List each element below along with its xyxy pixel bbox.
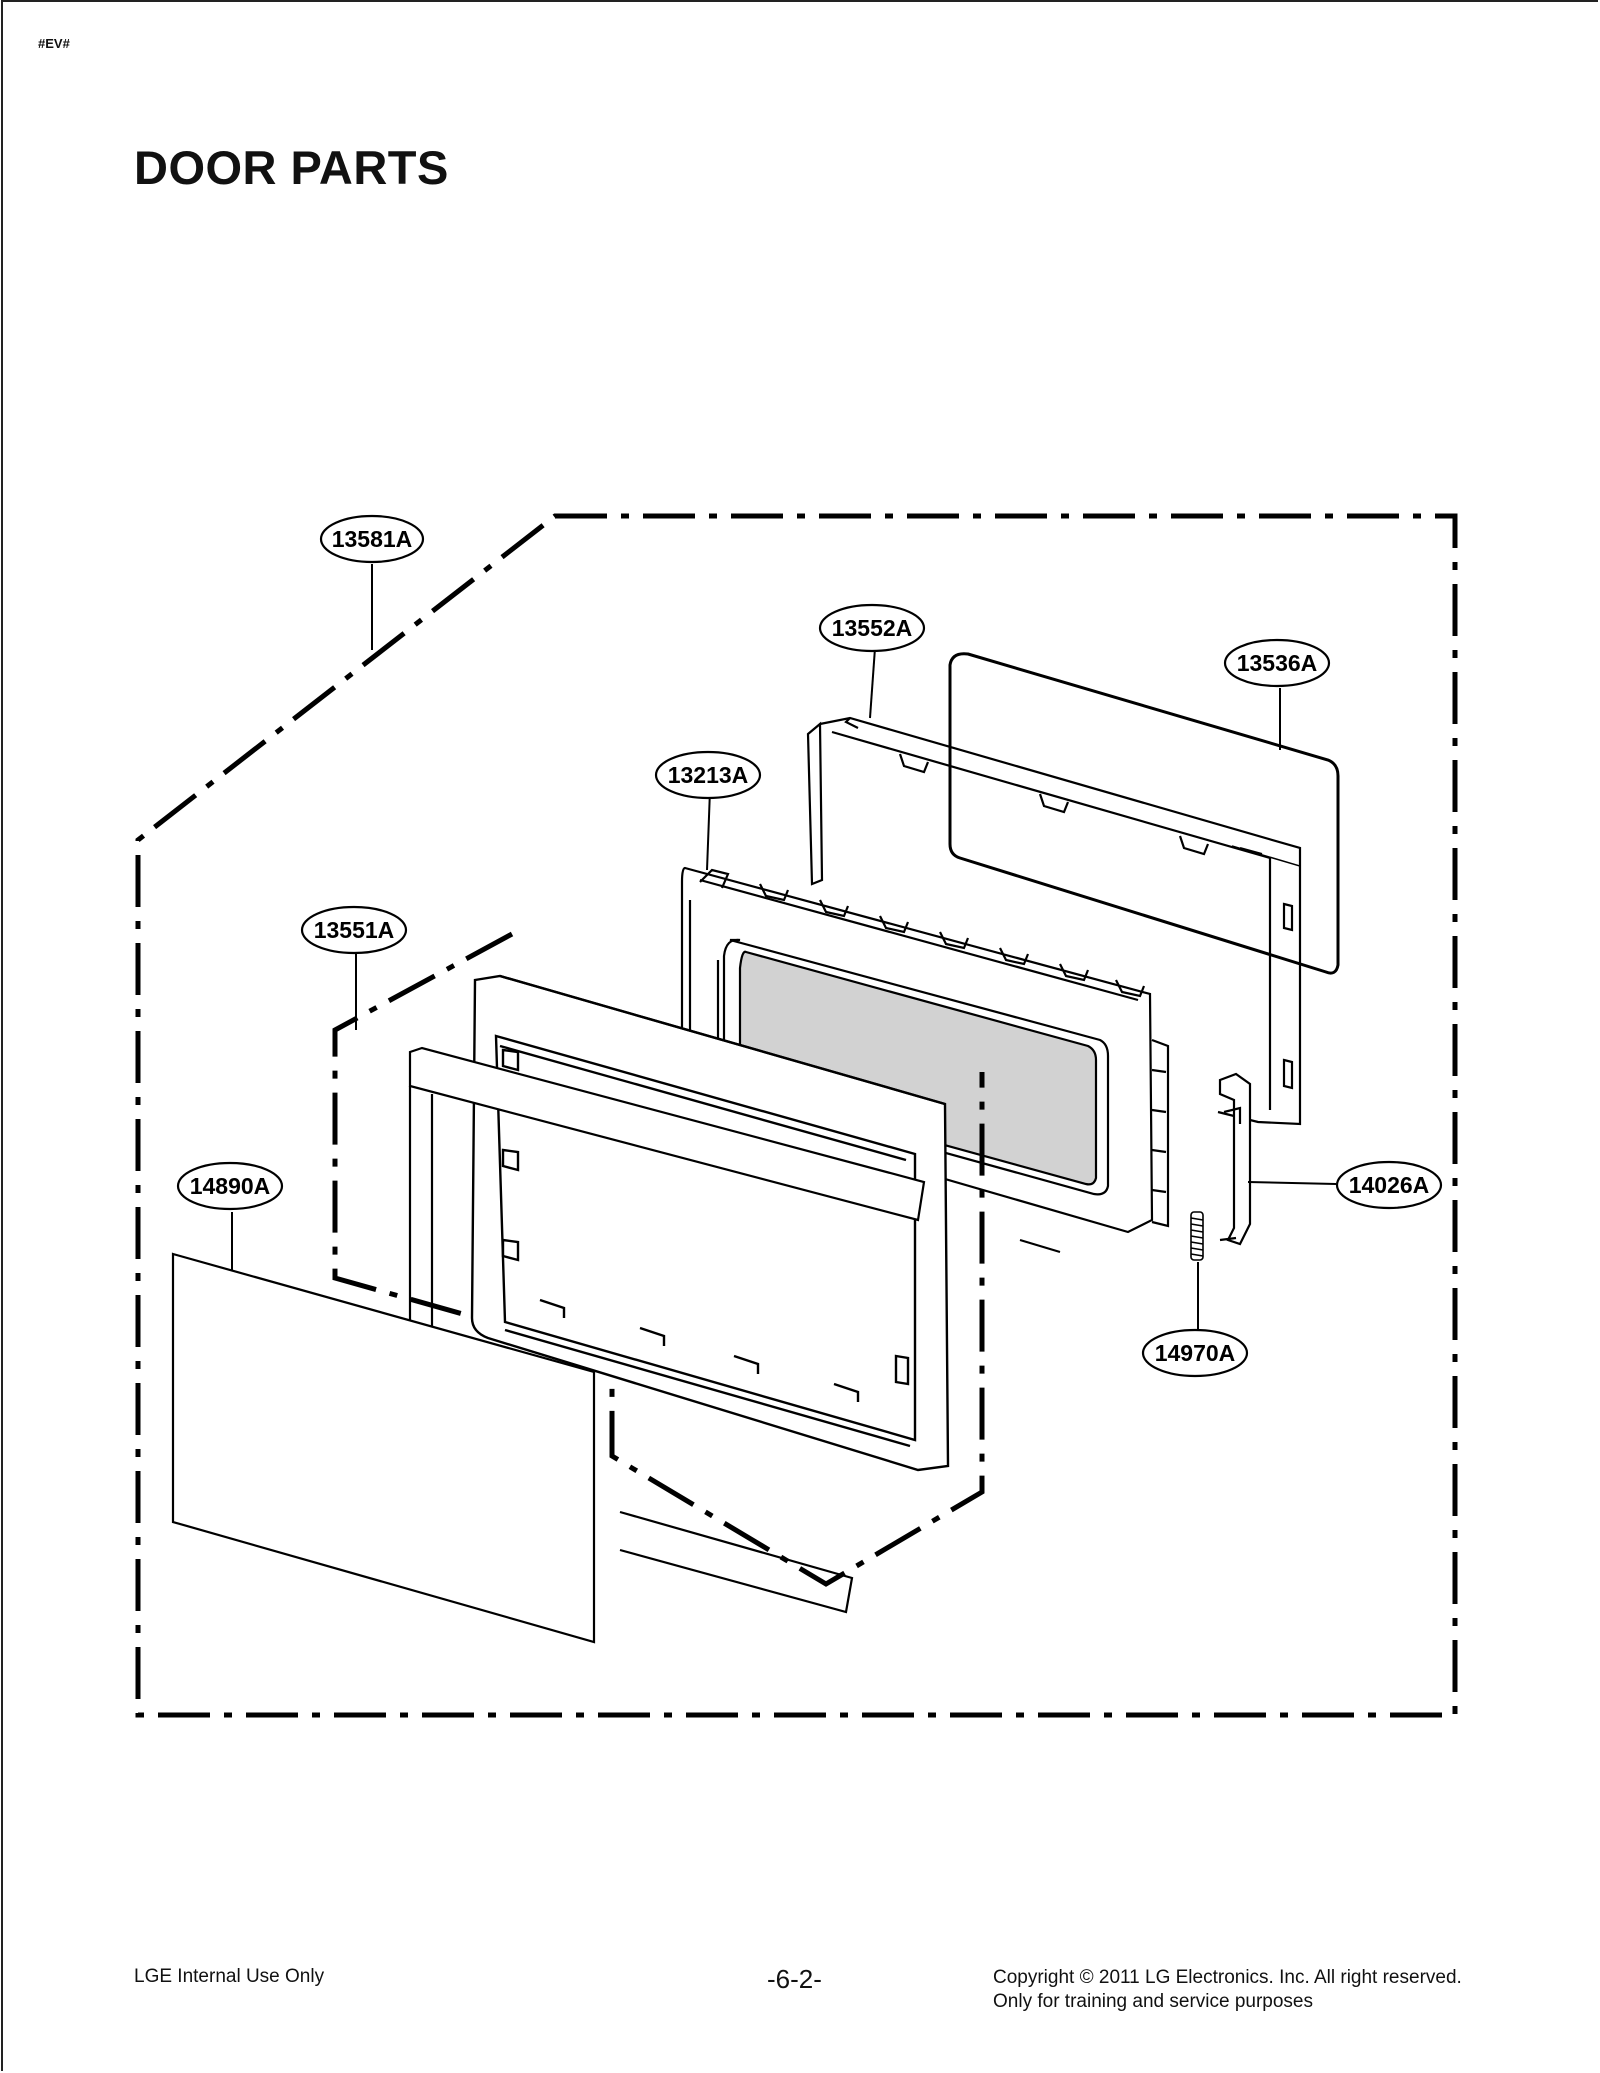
document-code: #EV# xyxy=(38,36,70,51)
callout-label: 14970A xyxy=(1155,1340,1236,1366)
callout-label: 14890A xyxy=(190,1173,271,1199)
part-14970A-spring xyxy=(1190,1211,1204,1261)
callout-label: 13551A xyxy=(314,917,395,943)
callout-13551A: 13551A xyxy=(300,905,408,955)
part-14890A-glass xyxy=(171,1252,596,1644)
callout-13536A: 13536A xyxy=(1223,638,1331,688)
page-title: DOOR PARTS xyxy=(134,141,449,194)
purpose-line: Only for training and service purposes xyxy=(993,1991,1313,2012)
footer-copyright-block: Copyright © 2011 LG Electronics. Inc. Al… xyxy=(993,1966,1462,2014)
callout-13213A: 13213A xyxy=(654,750,762,800)
callout-label: 13213A xyxy=(668,762,749,788)
part-14026A-latch-lever xyxy=(1218,1072,1252,1246)
leader-lines xyxy=(231,564,1337,1330)
outer-assembly-boundary xyxy=(135,513,1458,1718)
callout-14970A: 14970A xyxy=(1141,1328,1249,1378)
callout-label: 13536A xyxy=(1237,650,1318,676)
part-13213A-inner-door xyxy=(680,866,1170,1254)
part-front-trim xyxy=(408,1046,926,1614)
callout-label: 13581A xyxy=(332,526,413,552)
callout-13552A: 13552A xyxy=(818,603,926,653)
footer-internal-use: LGE Internal Use Only xyxy=(134,1966,325,1987)
copyright-line: Copyright © 2011 LG Electronics. Inc. Al… xyxy=(993,1967,1462,1988)
part-13552A-frame xyxy=(806,716,1302,1126)
page-number: -6-2- xyxy=(767,1964,822,1994)
callout-14026A: 14026A xyxy=(1335,1160,1443,1210)
callout-label: 13552A xyxy=(832,615,913,641)
callout-14890A: 14890A xyxy=(176,1161,284,1211)
callout-13581A: 13581A xyxy=(319,514,425,564)
door-frame-assembly-boundary xyxy=(332,931,985,1587)
callout-label: 14026A xyxy=(1349,1172,1430,1198)
